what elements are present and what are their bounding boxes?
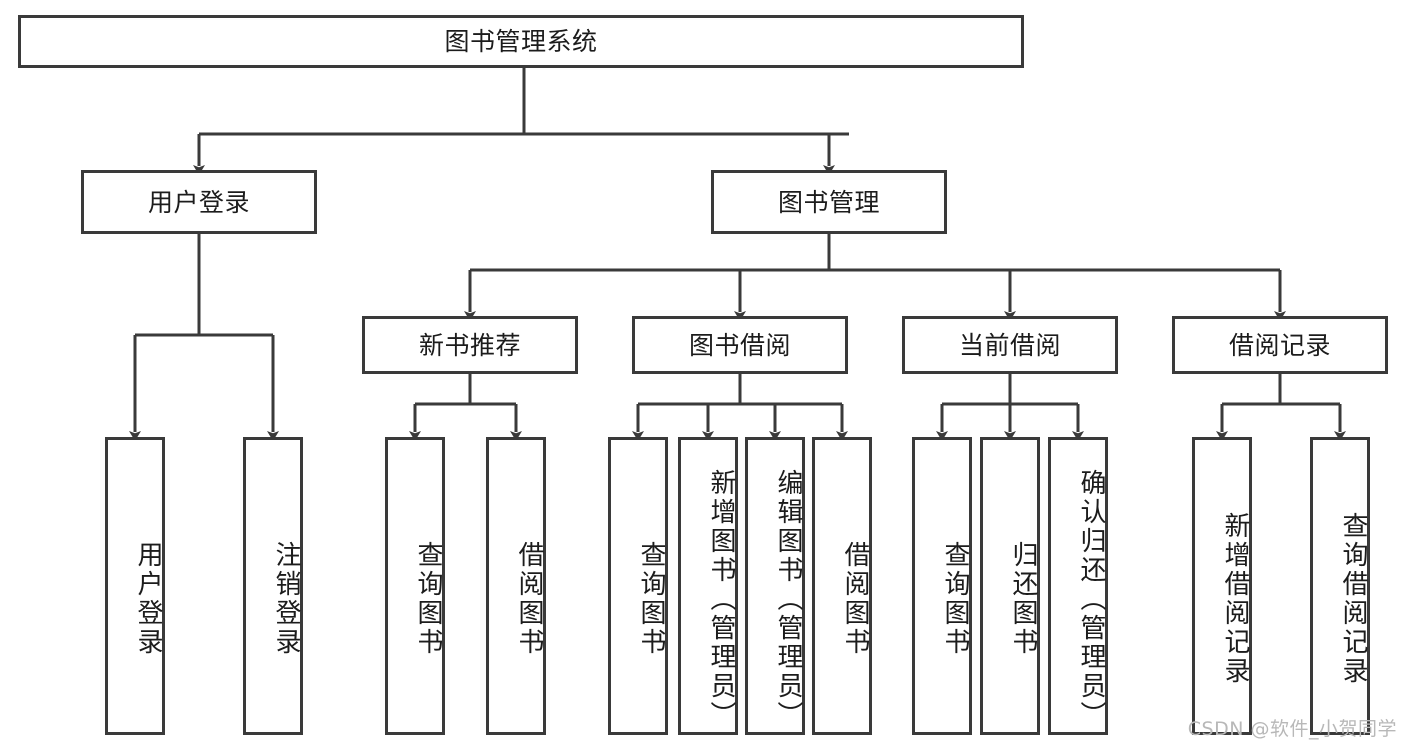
node-leaf-query-borrow-record[interactable]: 查询借阅记录 [1310, 437, 1370, 735]
node-new-book-recommend[interactable]: 新书推荐 [362, 316, 578, 374]
node-leaf-borrow-book-recommend[interactable]: 借阅图书 [486, 437, 546, 735]
node-leaf-logout[interactable]: 注销登录 [243, 437, 303, 735]
node-label: 归还图书 [1008, 541, 1038, 657]
node-label: 借阅图书 [514, 541, 544, 657]
node-book-borrow[interactable]: 图书借阅 [632, 316, 848, 374]
node-label: 用户登录 [147, 187, 250, 217]
node-leaf-query-book-current[interactable]: 查询图书 [912, 437, 972, 735]
node-label: 新增借阅记录 [1220, 512, 1250, 686]
node-leaf-user-login[interactable]: 用户登录 [105, 437, 165, 735]
node-current-borrow[interactable]: 当前借阅 [902, 316, 1118, 374]
node-label: 借阅记录 [1228, 330, 1331, 360]
node-leaf-query-book-borrow[interactable]: 查询图书 [608, 437, 668, 735]
node-label: 确认归还（管理员） [1076, 468, 1106, 730]
node-leaf-add-book-admin[interactable]: 新增图书（管理员） [678, 437, 738, 735]
node-book-management[interactable]: 图书管理 [711, 170, 947, 234]
node-label: 新书推荐 [418, 330, 521, 360]
node-label: 新增图书（管理员） [706, 468, 736, 730]
node-user-login[interactable]: 用户登录 [81, 170, 317, 234]
node-label: 图书管理 [777, 187, 880, 217]
node-label: 编辑图书（管理员） [773, 468, 803, 730]
node-leaf-query-book-recommend[interactable]: 查询图书 [385, 437, 445, 735]
node-leaf-return-book[interactable]: 归还图书 [980, 437, 1040, 735]
node-leaf-borrow-book[interactable]: 借阅图书 [812, 437, 872, 735]
csdn-watermark: CSDN @软件_小贺同学 [1187, 718, 1397, 740]
node-label: 查询借阅记录 [1338, 512, 1368, 686]
node-label: 注销登录 [271, 541, 301, 657]
node-label: 图书管理系统 [444, 27, 598, 56]
node-label: 图书借阅 [688, 330, 791, 360]
node-borrow-record[interactable]: 借阅记录 [1172, 316, 1388, 374]
node-label: 用户登录 [133, 541, 163, 657]
node-label: 查询图书 [413, 541, 443, 657]
node-root-book-management-system[interactable]: 图书管理系统 [18, 15, 1024, 68]
node-label: 借阅图书 [840, 541, 870, 657]
node-label: 当前借阅 [958, 330, 1061, 360]
node-leaf-edit-book-admin[interactable]: 编辑图书（管理员） [745, 437, 805, 735]
node-leaf-add-borrow-record[interactable]: 新增借阅记录 [1192, 437, 1252, 735]
node-label: 查询图书 [636, 541, 666, 657]
node-leaf-confirm-return-admin[interactable]: 确认归还（管理员） [1048, 437, 1108, 735]
node-label: 查询图书 [940, 541, 970, 657]
